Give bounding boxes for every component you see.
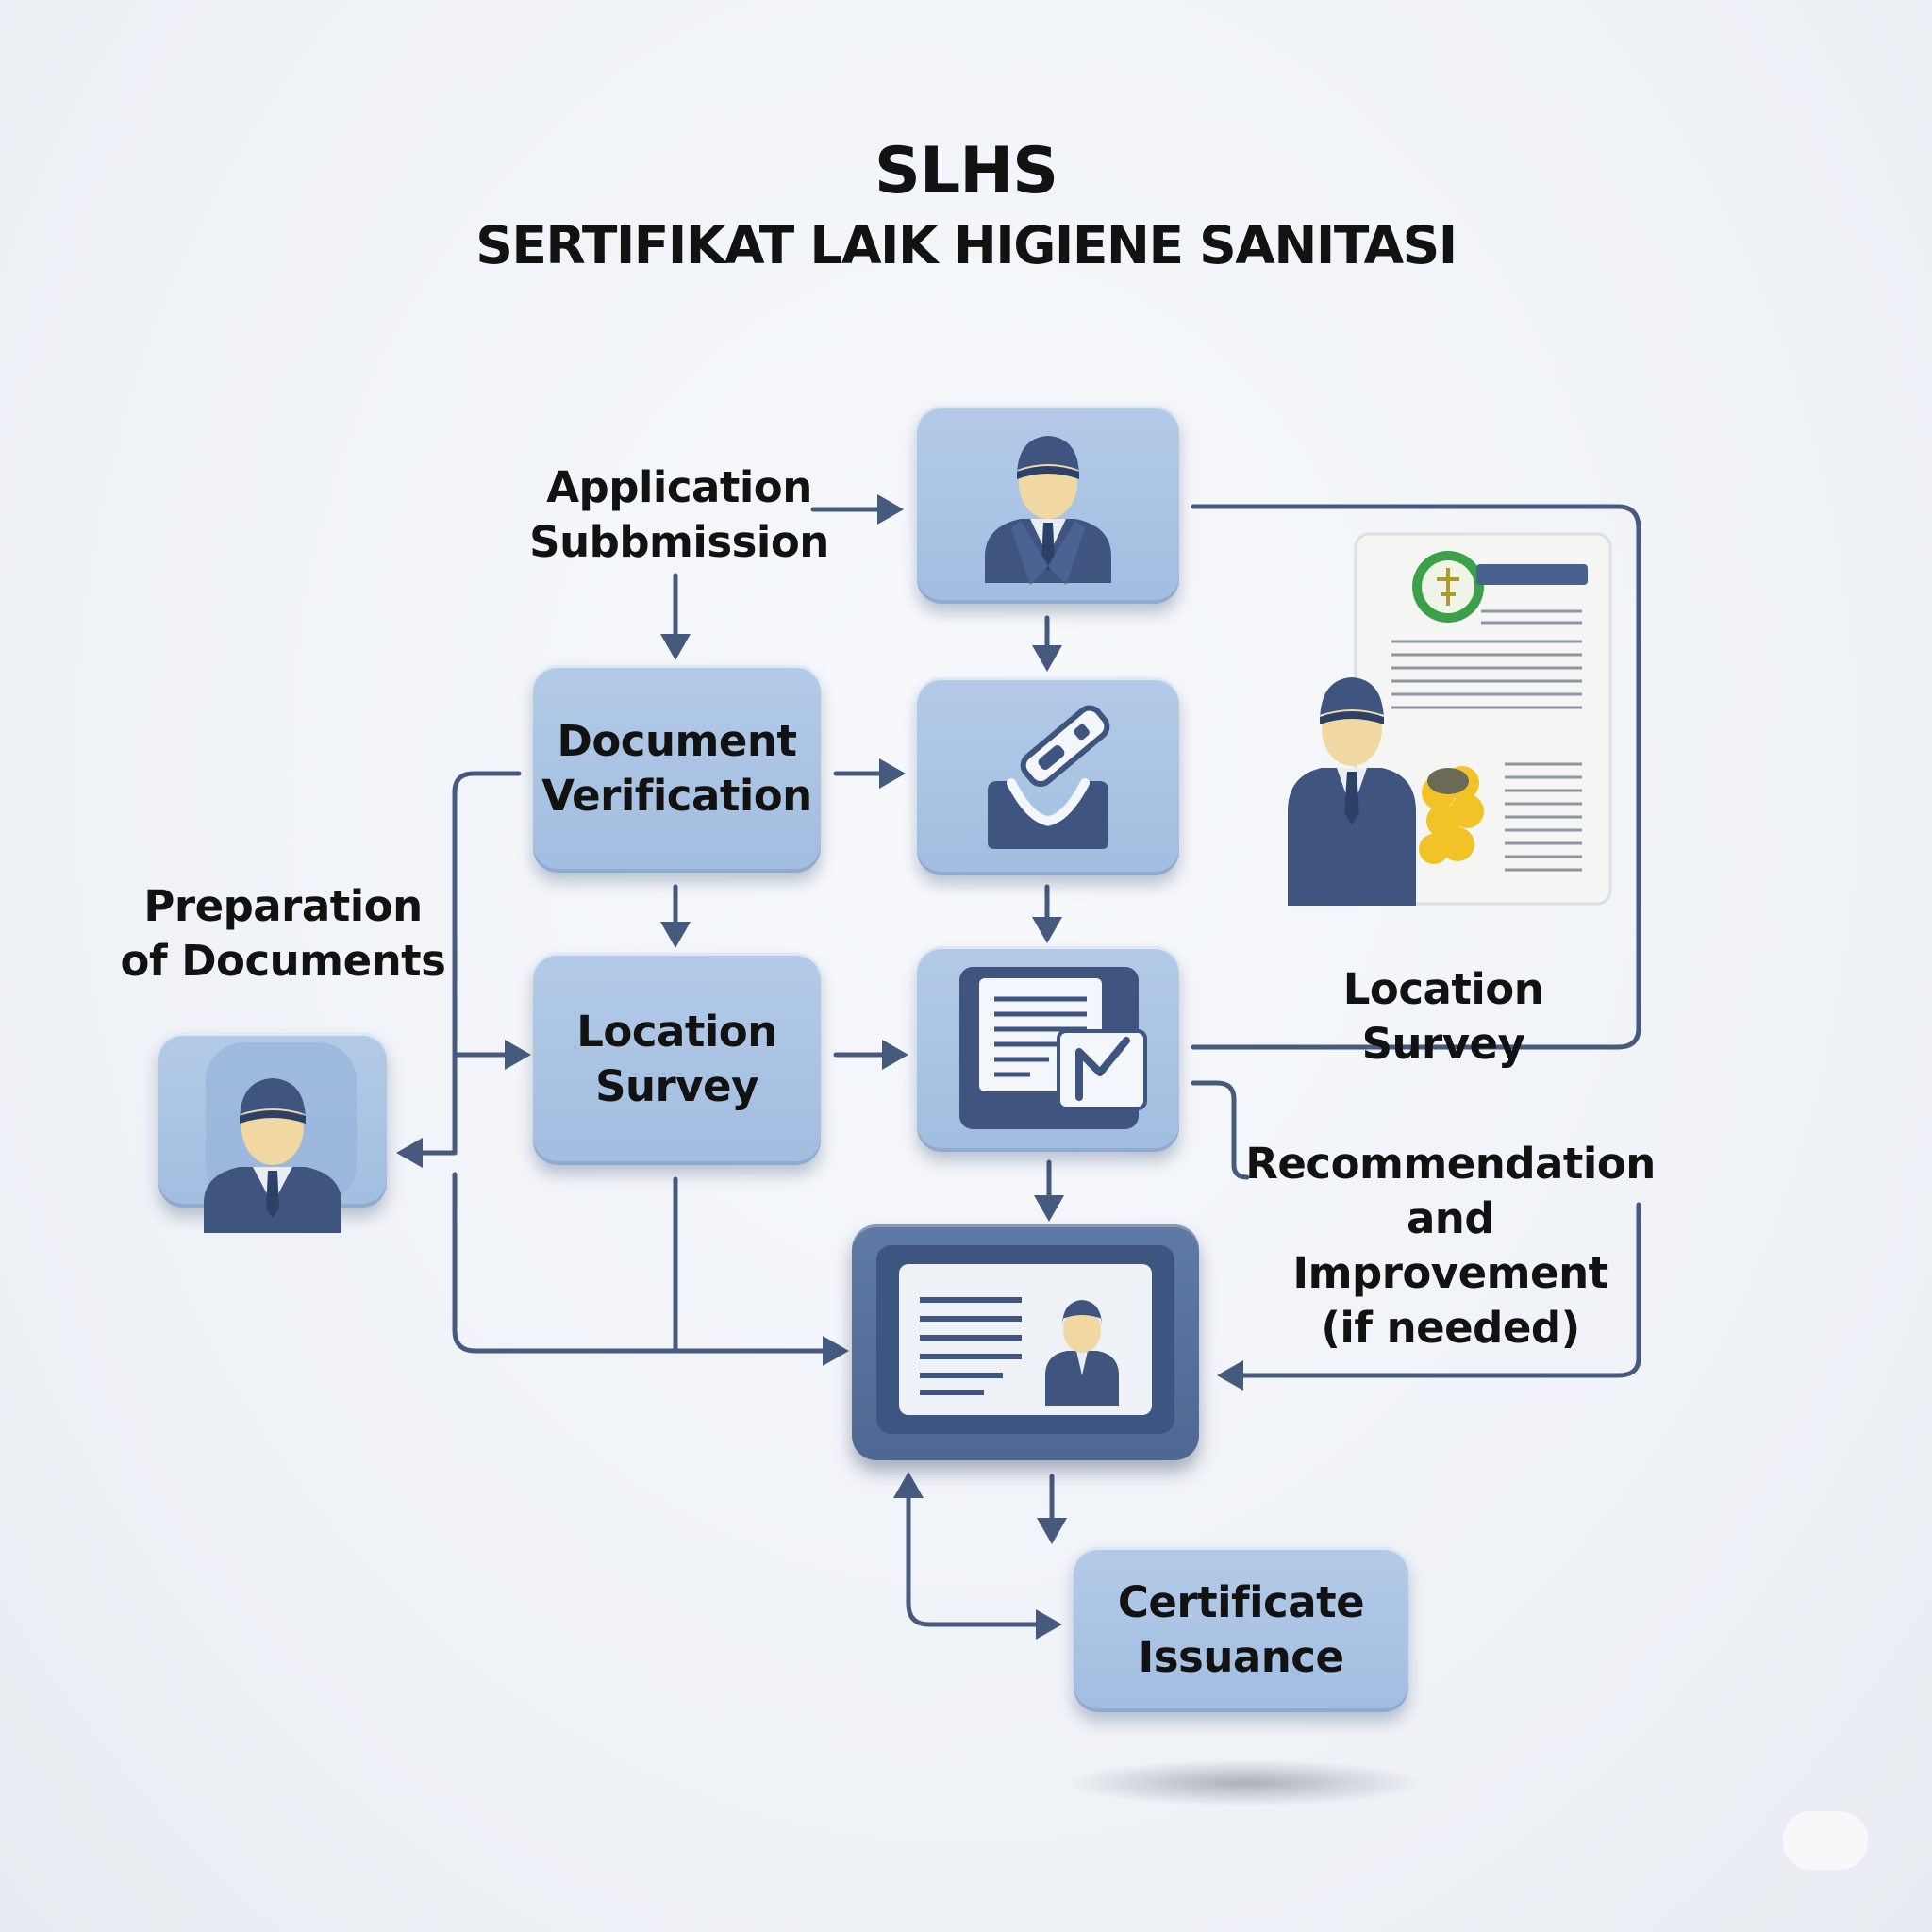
step-document-verification[interactable]: Document Verification xyxy=(533,665,821,873)
document-check-icon xyxy=(959,967,1147,1129)
step-document-check[interactable] xyxy=(917,946,1179,1152)
label-application-submission: Application Subbmission xyxy=(529,462,829,567)
bracket-recommendation xyxy=(1191,1080,1250,1180)
floor-shadow xyxy=(1066,1759,1424,1807)
watermark-badge xyxy=(1783,1811,1868,1870)
loop-certificate-to-idcard xyxy=(906,1488,1048,1627)
step-certificate-issuance-label: Certificate Issuance xyxy=(1117,1576,1365,1682)
arrow-recommendation-to-idcard xyxy=(1233,1202,1641,1378)
diagram-title: SLHS xyxy=(874,134,1058,208)
label-recommendation: Recommendation and Improvement (if neede… xyxy=(1245,1139,1656,1353)
step-stamp-approval[interactable] xyxy=(917,677,1179,875)
certificate-document-icon xyxy=(1288,532,1612,906)
step-document-verification-label: Document Verification xyxy=(541,716,812,821)
loop-officer-location-survey xyxy=(1191,504,1641,1050)
step-location-survey[interactable]: Location Survey xyxy=(533,953,821,1165)
person-officer-icon xyxy=(985,436,1111,585)
label-location-survey-side: Location Survey xyxy=(1342,964,1544,1069)
step-certificate-issuance[interactable]: Certificate Issuance xyxy=(1074,1547,1408,1712)
bracket-preparation xyxy=(452,771,522,1156)
diagram-subtitle: SERTIFIKAT LAIK HIGIENE SANITASI xyxy=(475,215,1457,275)
path-left-to-idcard xyxy=(452,1172,833,1354)
id-card-icon xyxy=(876,1245,1174,1434)
person-officer-icon xyxy=(204,1042,357,1233)
step-location-survey-label: Location Survey xyxy=(576,1006,777,1111)
stamp-approval-icon xyxy=(988,705,1110,849)
step-id-card-review[interactable] xyxy=(852,1224,1199,1460)
step-officer-application[interactable] xyxy=(917,406,1179,604)
step-preparation-officer[interactable] xyxy=(158,1033,387,1233)
label-preparation-of-documents: Preparation of Documents xyxy=(120,881,446,986)
